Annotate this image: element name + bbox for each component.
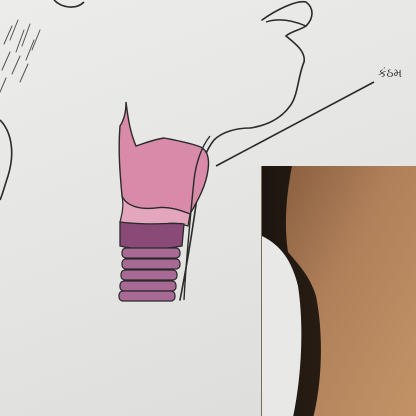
pointer-line	[215, 81, 375, 167]
photo-light	[262, 236, 302, 416]
jaw-edge	[53, 0, 85, 8]
head-edge	[0, 119, 13, 201]
larynx-label: કંઠમ	[378, 66, 402, 80]
lip-line	[265, 19, 307, 27]
larynx	[118, 101, 210, 215]
cricoid-cartilage	[119, 221, 185, 250]
neck-photo	[262, 166, 416, 416]
tracheal-rings	[118, 247, 181, 302]
neck-back-line	[183, 135, 211, 301]
hair-strokes	[0, 19, 41, 93]
photo-skin	[285, 166, 416, 416]
